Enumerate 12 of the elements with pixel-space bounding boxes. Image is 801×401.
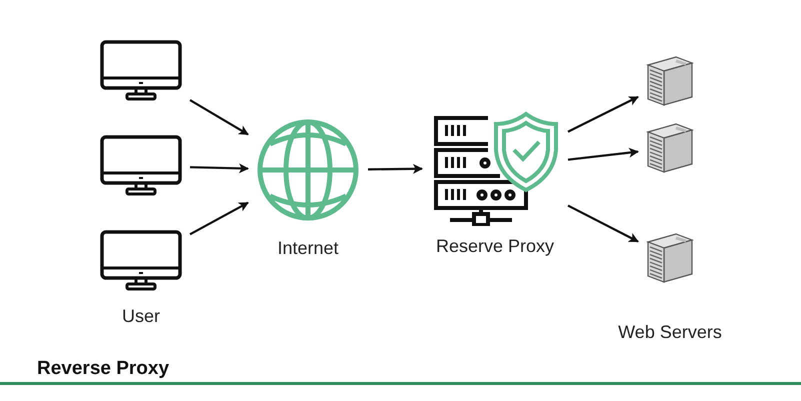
arrow <box>189 99 249 136</box>
arrow <box>568 148 639 161</box>
arrow <box>568 96 639 133</box>
group-label: User <box>122 306 160 327</box>
arrow <box>568 204 639 243</box>
node-label: Reserve Proxy <box>436 235 554 258</box>
arrow <box>368 164 423 174</box>
arrow <box>189 202 249 236</box>
group-label: Web Servers <box>618 322 722 343</box>
arrow <box>190 163 249 174</box>
node-label: Internet <box>277 237 339 260</box>
diagram-title: Reverse Proxy <box>37 358 170 380</box>
